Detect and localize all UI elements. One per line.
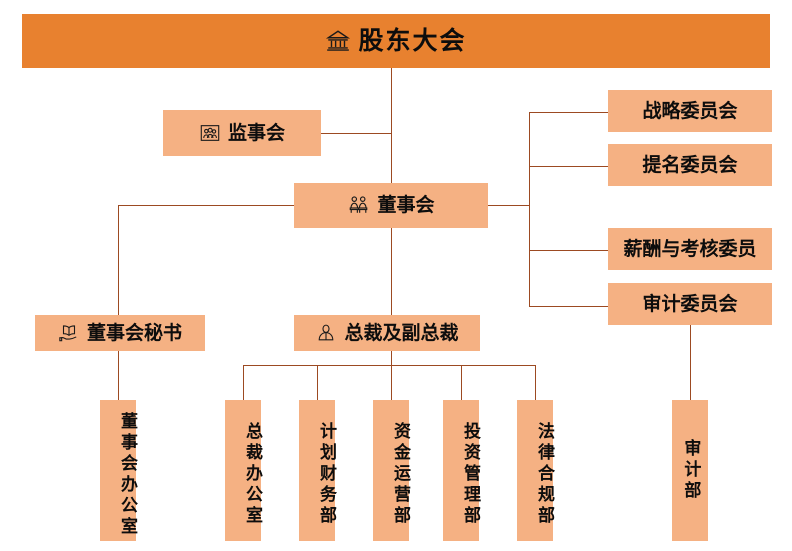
connector-bus-fund-operations bbox=[391, 365, 392, 400]
node-audit-department[interactable]: 审计部 bbox=[672, 400, 708, 541]
node-fund-operations-department[interactable]: 资金运营部 bbox=[373, 400, 410, 541]
connector-bus-legal-compliance bbox=[535, 365, 536, 400]
connector-board-to-trunk bbox=[488, 205, 530, 206]
node-planning-finance-department[interactable]: 计划财务部 bbox=[299, 400, 336, 541]
connector-bus-investment-management bbox=[461, 365, 462, 400]
board-members-icon bbox=[347, 194, 370, 217]
node-label: 董事会秘书 bbox=[86, 321, 182, 344]
node-label: 董事会 bbox=[377, 194, 435, 217]
node-investment-management-department[interactable]: 投资管理部 bbox=[443, 400, 480, 541]
connector-shareholders-board bbox=[391, 68, 392, 183]
node-nomination-committee[interactable]: 提名委员会 bbox=[608, 144, 772, 186]
node-label: 投资管理部 bbox=[460, 422, 480, 527]
node-president-and-vice-presidents[interactable]: 总裁及副总裁 bbox=[294, 315, 480, 351]
connector-board-secretary-horizontal bbox=[118, 205, 294, 206]
node-label: 总裁办公室 bbox=[242, 422, 262, 527]
connector-audit-committee-department bbox=[690, 325, 691, 400]
connector-board-supervisors bbox=[321, 133, 391, 134]
node-label: 资金运营部 bbox=[390, 422, 410, 527]
node-audit-committee[interactable]: 审计委员会 bbox=[608, 283, 772, 325]
connector-secretary-board-office bbox=[118, 350, 119, 400]
node-label: 计划财务部 bbox=[316, 422, 336, 527]
node-strategy-committee[interactable]: 战略委员会 bbox=[608, 90, 772, 132]
connector-bus-president-office bbox=[243, 365, 244, 400]
connector-trunk-nomination bbox=[529, 166, 608, 167]
node-label: 薪酬与考核委员 bbox=[623, 237, 757, 260]
supervisors-icon bbox=[199, 122, 221, 144]
connector-board-secretary-vertical bbox=[118, 205, 119, 315]
node-label: 监事会 bbox=[227, 121, 285, 144]
connector-bus-planning-finance bbox=[317, 365, 318, 400]
node-supervisors-board[interactable]: 监事会 bbox=[163, 110, 321, 156]
connector-trunk-strategy bbox=[529, 112, 608, 113]
book-hand-icon bbox=[58, 322, 80, 344]
connector-board-committees-trunk bbox=[529, 112, 530, 307]
connector-president-department-bus bbox=[243, 365, 535, 366]
node-shareholders-meeting[interactable]: 股东大会 bbox=[22, 14, 770, 68]
node-board-office[interactable]: 董事会办公室 bbox=[100, 400, 137, 541]
connector-trunk-compensation bbox=[529, 250, 608, 251]
node-board-of-directors[interactable]: 董事会 bbox=[294, 183, 488, 228]
node-label: 董事会办公室 bbox=[117, 411, 137, 538]
node-legal-compliance-department[interactable]: 法律合规部 bbox=[517, 400, 554, 541]
node-label: 战略委员会 bbox=[642, 99, 738, 122]
node-label: 提名委员会 bbox=[642, 153, 738, 176]
node-compensation-committee[interactable]: 薪酬与考核委员 bbox=[608, 228, 772, 270]
node-president-office[interactable]: 总裁办公室 bbox=[225, 400, 262, 541]
connector-trunk-audit-committee bbox=[529, 306, 608, 307]
node-label: 法律合规部 bbox=[534, 422, 554, 527]
node-label: 股东大会 bbox=[358, 26, 467, 56]
node-label: 审计部 bbox=[680, 439, 701, 502]
person-icon bbox=[315, 322, 337, 344]
node-label: 审计委员会 bbox=[642, 292, 738, 315]
node-board-secretary[interactable]: 董事会秘书 bbox=[35, 315, 205, 351]
bank-icon bbox=[325, 28, 351, 54]
connector-board-president bbox=[391, 228, 392, 315]
node-label: 总裁及副总裁 bbox=[344, 321, 459, 344]
connector-president-bus-drop bbox=[391, 350, 392, 365]
